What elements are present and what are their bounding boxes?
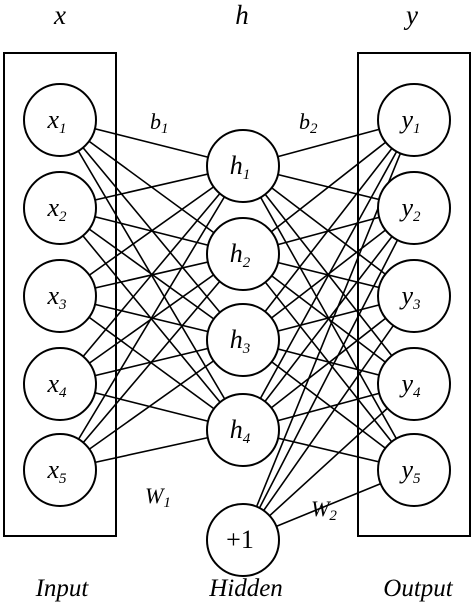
nodes: x1 x2 x3 x4 x5 h1 h2 h3 h4 +1 y1 y2 y3 y4 y5	[23, 83, 451, 577]
input-node-x4: x4	[23, 347, 97, 421]
hidden-node-h1-label: h1	[230, 151, 251, 183]
edge-x4-h1	[59, 165, 244, 385]
hidden-node-h2-circle	[206, 217, 280, 291]
edge-bias-y2	[242, 207, 415, 541]
output-node-y2-label: y2	[398, 193, 421, 225]
input-node-x3-label: x3	[46, 281, 66, 313]
output-node-y4-label: y4	[398, 369, 421, 401]
input-node-x3-circle	[23, 259, 97, 333]
input-layer-header: x	[53, 0, 66, 30]
hidden-node-h4-label: h4	[230, 415, 251, 447]
output-node-y1-label: y1	[398, 105, 420, 137]
output-layer-box	[357, 52, 471, 537]
input-layer-box	[3, 52, 117, 537]
input-node-x1-circle	[23, 83, 97, 157]
output-node-y3: y3	[377, 259, 451, 333]
bias-label-b1: b1	[150, 109, 169, 137]
edge-h4-y1	[242, 119, 415, 431]
input-node-x2-label: x2	[46, 193, 67, 225]
input-node-x5-label: x5	[46, 455, 67, 487]
hidden-layer-header: h	[235, 0, 249, 30]
output-node-y3-circle	[377, 259, 451, 333]
bias-node-circle	[206, 503, 280, 577]
output-layer-header: y	[403, 0, 418, 30]
output-node-y2: y2	[377, 171, 451, 245]
output-node-y3-label: y3	[398, 281, 420, 313]
edge-bias-y4	[242, 383, 415, 541]
hidden-node-h2: h2	[206, 217, 280, 291]
hidden-node-h3-label: h3	[230, 325, 251, 357]
input-node-x1: x1	[23, 83, 97, 157]
output-node-y5: y5	[377, 433, 451, 507]
bias-node: +1	[206, 503, 280, 577]
input-node-x5: x5	[23, 433, 97, 507]
edge-x5-h2	[59, 253, 244, 471]
output-node-y5-label: y5	[398, 455, 421, 487]
edge-bias-y3	[242, 295, 415, 541]
hidden-node-h2-label: h2	[230, 239, 251, 271]
output-node-y4-circle	[377, 347, 451, 421]
bias-label-b2: b2	[299, 109, 318, 137]
input-node-x1-label: x1	[46, 105, 66, 137]
output-layer-footer: Output	[383, 575, 454, 602]
hidden-node-h3: h3	[206, 303, 280, 377]
hidden-node-h1: h1	[206, 129, 280, 203]
input-node-x5-circle	[23, 433, 97, 507]
weight-label-w1: W1	[145, 483, 171, 511]
hidden-node-h4-circle	[206, 393, 280, 467]
input-node-x3: x3	[23, 259, 97, 333]
input-node-x2: x2	[23, 171, 97, 245]
input-node-x2-circle	[23, 171, 97, 245]
edge-x5-h3	[59, 339, 244, 471]
edge-x5-h1	[59, 165, 244, 471]
output-node-y1-circle	[377, 83, 451, 157]
output-node-y2-circle	[377, 171, 451, 245]
edge-h3-y1	[242, 119, 415, 341]
edge-h4-y2	[242, 207, 415, 431]
hidden-node-h3-circle	[206, 303, 280, 377]
hidden-node-h1-circle	[206, 129, 280, 203]
output-node-y4: y4	[377, 347, 451, 421]
input-node-x4-label: x4	[46, 369, 67, 401]
input-node-x4-circle	[23, 347, 97, 421]
edge-x1-h3	[59, 119, 244, 341]
input-layer-footer: Input	[35, 575, 90, 602]
output-node-y1: y1	[377, 83, 451, 157]
edge-x3-h1	[59, 165, 244, 297]
hidden-node-h4: h4	[206, 393, 280, 467]
weight-label-w2: W2	[311, 496, 337, 524]
output-node-y5-circle	[377, 433, 451, 507]
hidden-layer-footer: Hidden	[208, 575, 283, 602]
bias-node-label: +1	[226, 525, 254, 554]
